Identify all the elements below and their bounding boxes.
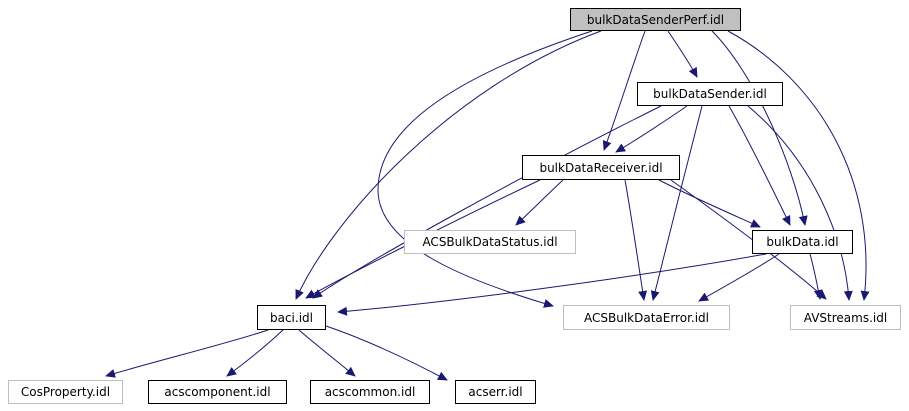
edge-receiver-to-bulkdata: [658, 179, 761, 228]
node-error[interactable]: ACSBulkDataError.idl: [563, 305, 730, 330]
edge-sender-to-error: [650, 105, 703, 301]
node-acscommon[interactable]: acscommon.idl: [310, 380, 430, 404]
node-acscomponent[interactable]: acscomponent.idl: [148, 380, 287, 404]
edge-perf-to-baci: [295, 30, 602, 300]
edge-bulkdata-to-baci: [337, 253, 767, 316]
edge-bulkdata-to-error: [698, 253, 780, 302]
node-perf[interactable]: bulkDataSenderPerf.idl: [570, 8, 741, 31]
edge-perf-to-bulkdata: [711, 30, 808, 226]
edge-perf-to-receiver: [602, 30, 646, 151]
edge-receiver-to-status: [515, 179, 564, 226]
edge-sender-to-receiver: [615, 105, 688, 153]
edge-sender-to-baci: [312, 105, 662, 299]
node-baci[interactable]: baci.idl: [257, 305, 326, 330]
edge-bulkdata-to-avstreams: [809, 253, 823, 300]
edge-baci-to-acserr: [325, 325, 448, 381]
edge-baci-to-acscomponent: [226, 329, 284, 377]
edge-sender-to-avstreams: [747, 105, 853, 301]
node-bulkdata[interactable]: bulkData.idl: [752, 230, 853, 254]
node-cosproperty[interactable]: CosProperty.idl: [8, 380, 123, 404]
edge-perf-to-error: [377, 30, 593, 308]
node-status[interactable]: ACSBulkDataStatus.idl: [404, 230, 576, 254]
node-receiver[interactable]: bulkDataReceiver.idl: [522, 155, 680, 180]
edge-perf-to-avstreams: [727, 30, 870, 301]
edge-receiver-to-error: [624, 179, 648, 301]
edge-baci-to-acscommon: [298, 329, 356, 377]
node-avstreams[interactable]: AVStreams.idl: [790, 305, 901, 330]
node-acserr[interactable]: acserr.idl: [455, 380, 536, 404]
edge-baci-to-cosproperty: [105, 329, 269, 378]
edge-sender-to-bulkdata: [728, 105, 791, 226]
node-sender[interactable]: bulkDataSender.idl: [637, 82, 783, 106]
edge-perf-to-sender: [667, 30, 698, 78]
